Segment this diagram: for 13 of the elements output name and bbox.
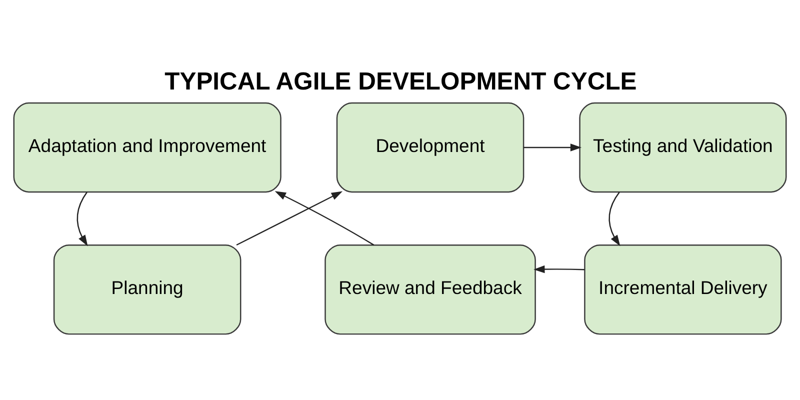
arrow	[76, 192, 88, 246]
arrow	[608, 192, 620, 246]
node-box: Adaptation and Improvement	[13, 102, 282, 193]
diagram-title: TYPICAL AGILE DEVELOPMENT CYCLE	[164, 68, 637, 96]
node-box: Review and Feedback	[324, 244, 536, 335]
node-box: Development	[336, 102, 524, 193]
node-box: Planning	[53, 244, 242, 335]
node-box: Testing and Validation	[579, 102, 787, 193]
arrow	[236, 191, 343, 246]
arrow	[534, 265, 585, 274]
node-box: Incremental Delivery	[584, 244, 782, 335]
arrow	[274, 191, 374, 246]
arrow	[524, 144, 582, 152]
